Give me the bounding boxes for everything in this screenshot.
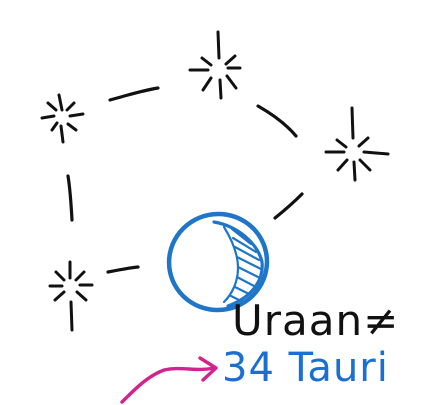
star-icon (326, 108, 388, 180)
constellation-line (258, 106, 296, 136)
star-label: 34 Tauri (222, 348, 389, 388)
star-icon (42, 95, 83, 142)
constellation-line (110, 88, 158, 100)
constellation-line (108, 267, 138, 272)
planet-label: Uraan≠ (232, 300, 399, 342)
constellation-line (275, 194, 302, 218)
arrow-icon (122, 358, 216, 402)
constellation-line (68, 176, 72, 220)
constellation-lines (68, 88, 302, 272)
star-icon (190, 32, 240, 98)
star-icon (50, 262, 92, 330)
